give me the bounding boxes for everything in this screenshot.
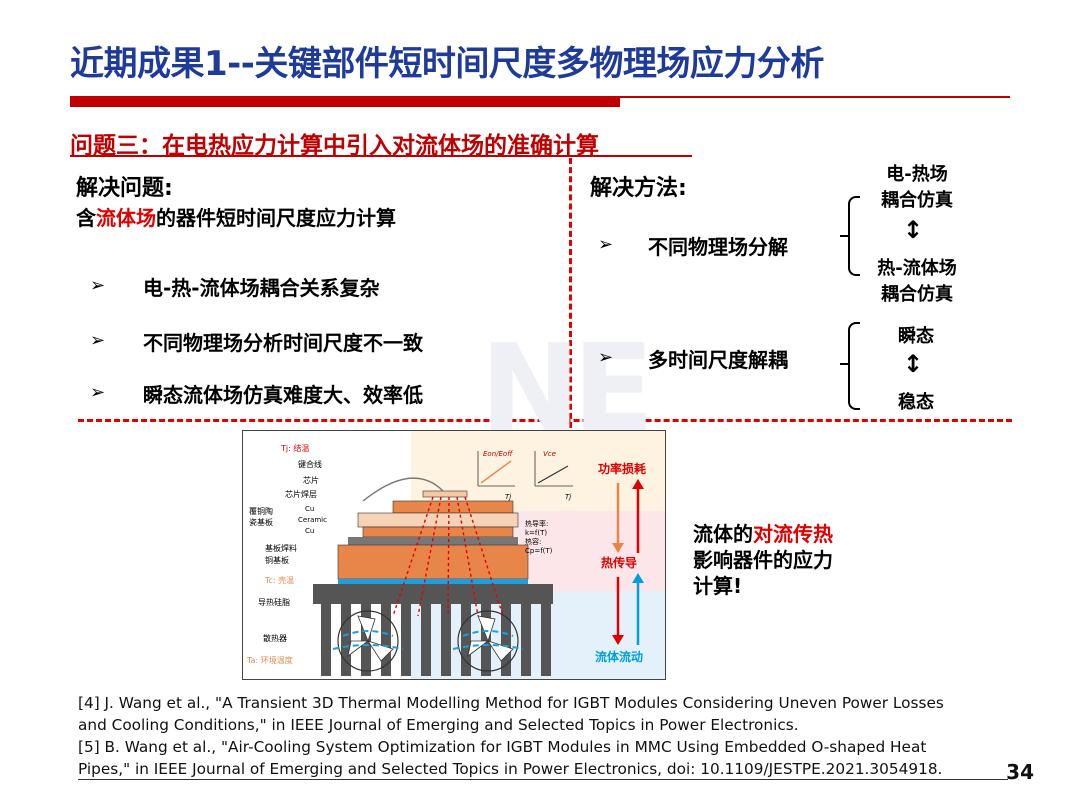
problem-desc-highlight: 流体场 — [96, 206, 156, 230]
cu-bottom-label: Cu — [305, 527, 314, 535]
note-line-1: 流体的对流传热 — [693, 521, 833, 547]
method-heading: 解决方法: — [590, 176, 687, 201]
arrow-head — [632, 573, 644, 583]
dbc-label-1: 覆铜陶 — [249, 506, 273, 516]
subtitle-underline — [70, 155, 692, 157]
tj-label: Tj: 结温 — [280, 443, 309, 453]
base-solder-label: 基板焊料 — [265, 543, 297, 553]
problem-bullet-2: 不同物理场分析时间尺度不一致 — [143, 331, 423, 355]
airflow-lines — [332, 630, 524, 650]
reference-line-1: [4] J. Wang et al., "A Transient 3D Ther… — [78, 694, 944, 712]
tj-axis-label-1: Tj — [505, 493, 511, 501]
heatsink-label: 散热器 — [263, 633, 287, 643]
ceramic-label: Ceramic — [298, 516, 327, 524]
title-accent-bar — [70, 97, 620, 107]
power-loss-label: 功率损耗 — [598, 461, 646, 476]
fan-2-icon — [457, 610, 519, 672]
reference-line-2: and Cooling Conditions," in IEEE Journal… — [78, 716, 799, 734]
chip-solder-label: 芯片焊层 — [285, 489, 317, 499]
horizontal-divider — [78, 419, 1012, 422]
vertical-divider — [569, 158, 572, 428]
ta-label: Ta: 环境温度 — [246, 655, 293, 665]
dbc-cu-bottom — [362, 526, 514, 538]
igbt-thermal-diagram: Eon/Eoff Vce Tj Tj 热导率: k=f(T) 热容: Cp=f(… — [242, 430, 666, 680]
reference-underline — [78, 779, 1008, 780]
note-highlight: 对流传热 — [753, 522, 833, 546]
problem-bullet-1: 电-热-流体场耦合关系复杂 — [143, 276, 380, 300]
problem-heading: 解决问题: — [76, 176, 173, 201]
reference-line-3: [5] B. Wang et al., "Air-Cooling System … — [78, 738, 927, 756]
fan-blades-2 — [467, 615, 514, 662]
fluid-note: 流体的对流传热 影响器件的应力 计算! — [693, 521, 833, 599]
thermal-grease — [338, 579, 528, 584]
igbt-diagram-svg: Eon/Eoff Vce Tj Tj 热导率: k=f(T) 热容: Cp=f(… — [246, 431, 665, 679]
tj-axis-label-2: Tj — [565, 493, 571, 501]
baseplate-label: 铜基板 — [265, 555, 289, 565]
problem-description: 含流体场的器件短时间尺度应力计算 — [76, 202, 396, 231]
bidirectional-arrow-icon: ↕ — [903, 216, 924, 244]
method-2-label: 多时间尺度解耦 — [648, 348, 788, 372]
fluid-flow-label: 流体流动 — [595, 649, 643, 664]
reference-line-4: Pipes," in IEEE Journal of Emerging and … — [78, 760, 943, 778]
brace-method-2 — [848, 322, 860, 410]
method-2-top: 瞬态 — [898, 326, 934, 347]
eon-eoff-label: Eon/Eoff — [483, 450, 513, 458]
param-4: Cp=f(T) — [525, 547, 553, 555]
method-1-top: 电-热场 耦合仿真 — [862, 160, 972, 212]
dbc-cu-top — [392, 500, 514, 514]
problem-bullet-3: 瞬态流体场仿真难度大、效率低 — [143, 383, 423, 407]
heatsink-base — [313, 584, 553, 604]
method-1-top-line1: 电-热场 — [886, 164, 948, 185]
brace-tip — [840, 235, 848, 237]
slide-subtitle: 问题三：在电热应力计算中引入对流体场的准确计算 — [70, 133, 599, 159]
bond-wire — [362, 477, 444, 502]
bullet-marker: ➢ — [90, 382, 106, 403]
loss-graph-axes — [477, 451, 573, 487]
page-number: 34 — [1006, 760, 1034, 784]
tc-label: Tc: 壳温 — [264, 575, 294, 585]
arrow-head — [612, 635, 624, 645]
fan-blades-1 — [347, 615, 394, 662]
bullet-marker: ➢ — [90, 275, 106, 296]
method-1-top-line2: 耦合仿真 — [881, 190, 953, 211]
cu-top-label: Cu — [305, 505, 314, 513]
vce-curve — [537, 465, 569, 484]
problem-desc-suffix: 的器件短时间尺度应力计算 — [156, 206, 396, 230]
method-2-bottom: 稳态 — [898, 392, 934, 413]
bullet-marker: ➢ — [598, 347, 614, 368]
bidirectional-arrow-icon: ↕ — [903, 350, 924, 378]
heatsink-fins — [321, 604, 551, 676]
problem-desc-prefix: 含 — [76, 206, 96, 230]
note-line-2: 影响器件的应力 — [693, 548, 833, 572]
arrow-head — [632, 479, 644, 489]
slide-title: 近期成果1--关键部件短时间尺度多物理场应力分析 — [70, 44, 824, 84]
bg-band-yellow — [411, 431, 665, 511]
method-1-bottom-line1: 热-流体场 — [877, 258, 957, 279]
brace-method-1 — [848, 196, 860, 276]
method-1-bottom-line2: 耦合仿真 — [881, 284, 953, 305]
dbc-label-2: 瓷基板 — [249, 517, 273, 527]
method-1-bottom: 热-流体场 耦合仿真 — [858, 254, 976, 306]
copper-baseplate — [337, 544, 529, 580]
param-1: 热导率: — [525, 519, 548, 528]
tim-label: 导热硅脂 — [258, 597, 290, 607]
heat-conduction-label: 热传导 — [601, 555, 637, 570]
chip-label: 芯片 — [303, 475, 319, 485]
note-prefix: 流体的 — [693, 522, 753, 546]
heat-flow-lines — [392, 496, 504, 617]
vce-label: Vce — [543, 450, 556, 458]
brace-tip — [840, 363, 848, 365]
fan-1-icon — [337, 610, 399, 672]
bullet-marker: ➢ — [90, 330, 106, 351]
method-1-label: 不同物理场分解 — [648, 235, 788, 259]
param-2: k=f(T) — [525, 529, 547, 537]
eon-eoff-curve — [480, 460, 512, 484]
bullet-marker: ➢ — [598, 234, 614, 255]
param-3: 热容: — [525, 537, 541, 546]
chip — [422, 490, 468, 498]
arrow-head — [612, 543, 624, 553]
note-line-3: 计算! — [693, 574, 743, 598]
bond-wire-label: 键合线 — [298, 459, 322, 469]
